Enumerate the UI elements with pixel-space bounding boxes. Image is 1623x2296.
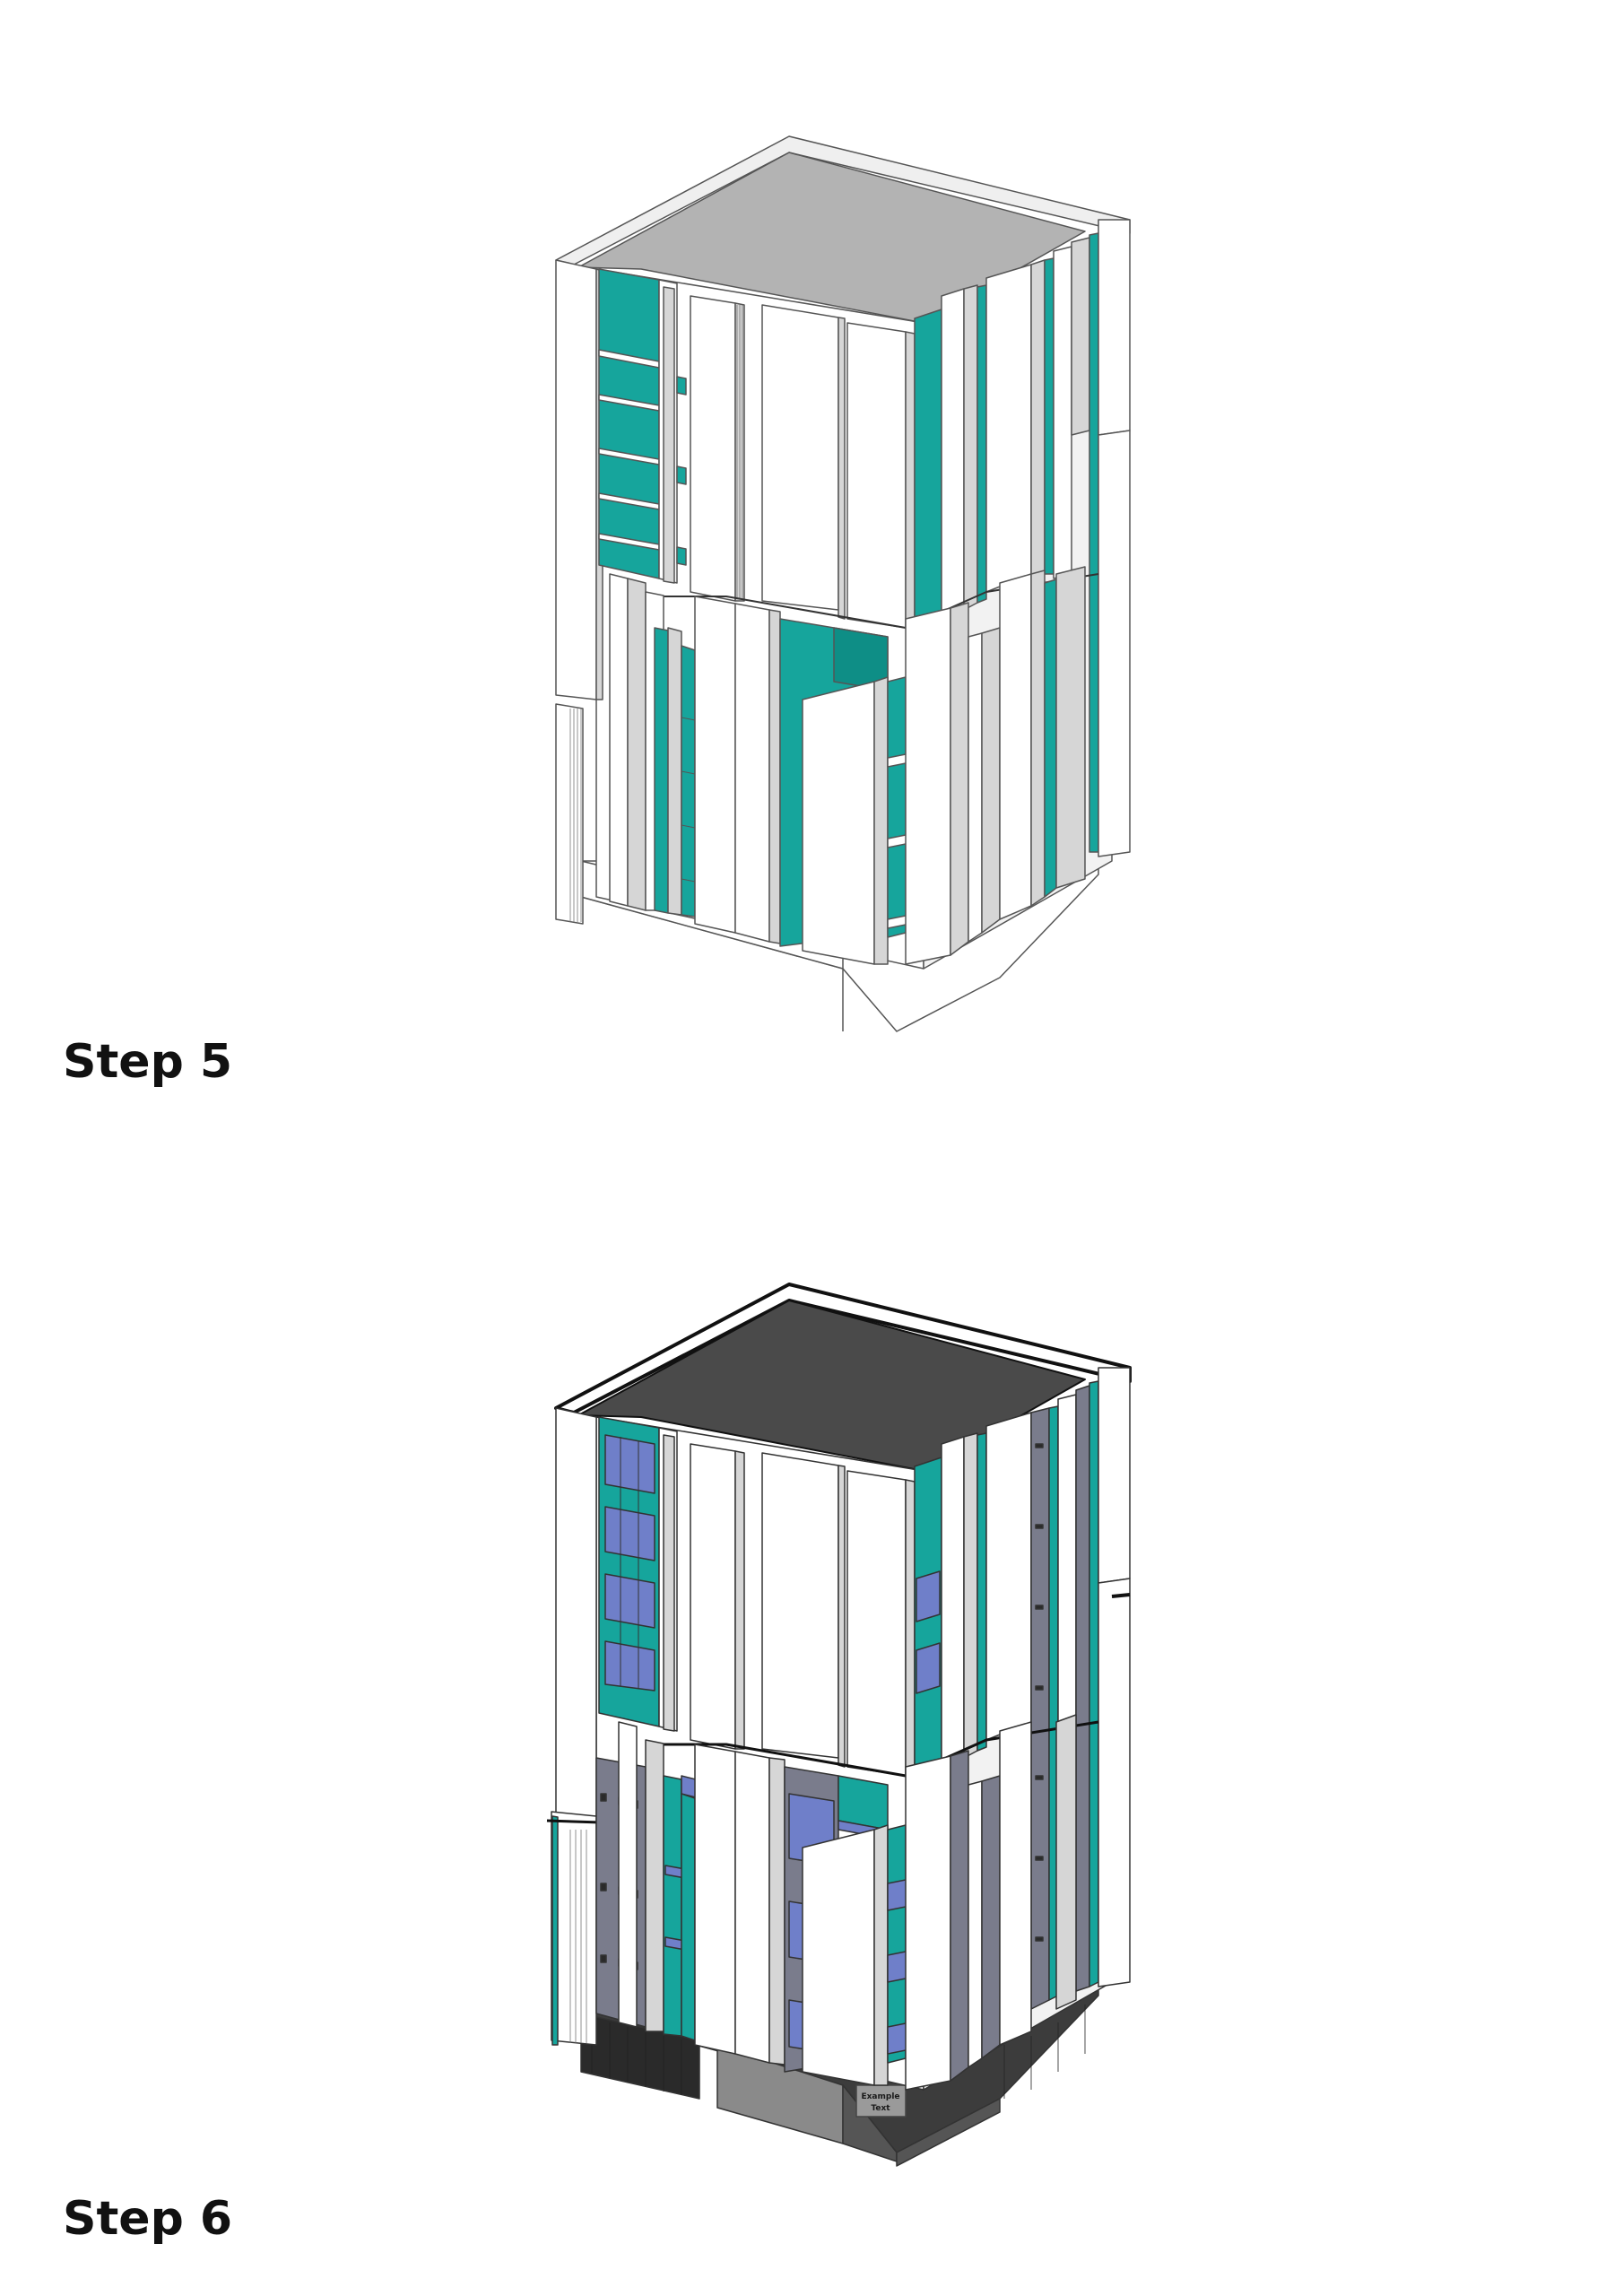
step6-svg: Example Text: [546, 1283, 1132, 2167]
white-column-b: [761, 1452, 839, 1759]
left-fin-outer: [555, 259, 597, 700]
entrance-sign-line2: Text: [871, 2104, 890, 2113]
white-column-b: [761, 304, 839, 611]
white-column-lower-b: [802, 681, 875, 965]
step5-building-drawing: [555, 135, 1131, 1032]
white-column-c: [846, 322, 907, 629]
right-fin-large: [985, 264, 1032, 593]
white-column-lower-a: [694, 1744, 736, 2055]
step5-svg: [555, 135, 1131, 1032]
glazing-right-strip: [1030, 1407, 1050, 2010]
step5-label: Step 5: [63, 1035, 233, 1089]
step6-building-drawing: Example Text: [0, 1148, 1623, 2296]
white-column-lower-a: [694, 596, 736, 934]
white-column-a: [690, 1443, 736, 1750]
white-column-c: [846, 1470, 907, 1777]
teal-wall-upper-right: [914, 309, 942, 629]
step6-label: Step 6: [63, 2192, 233, 2246]
teal-wall-upper-left: [598, 268, 660, 579]
entrance-sign-panel: [855, 2084, 907, 2118]
glazing-upper-left: [604, 1434, 655, 1692]
entrance-sign-line1: Example: [861, 2092, 899, 2101]
white-column-lower-b: [802, 1829, 875, 2086]
teal-wall-lower-left: [681, 645, 696, 918]
white-column-a: [690, 295, 736, 602]
